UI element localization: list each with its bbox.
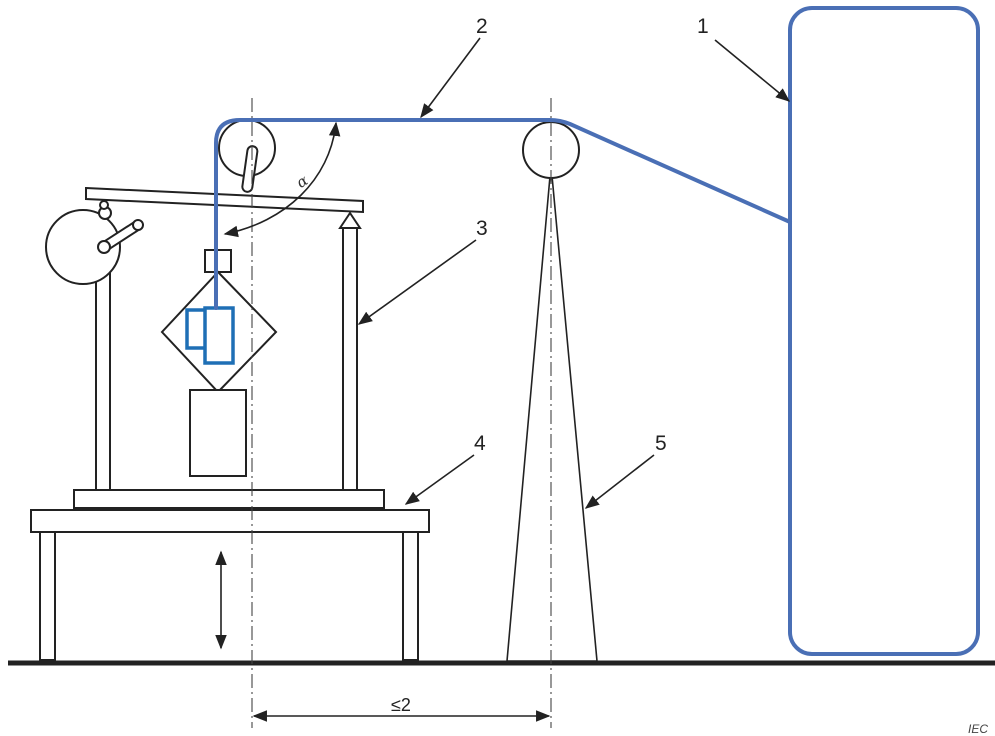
frame-post-right bbox=[342, 227, 358, 491]
leader-5 bbox=[584, 454, 655, 509]
leader-3 bbox=[357, 239, 477, 325]
callout-2: 2 bbox=[476, 15, 488, 38]
callout-5: 5 bbox=[655, 432, 667, 455]
device-support-block bbox=[189, 389, 247, 477]
crank-pivot bbox=[97, 240, 111, 254]
cable-reel bbox=[45, 209, 121, 285]
callout-4: 4 bbox=[474, 432, 486, 455]
crank-handle bbox=[132, 219, 144, 231]
table-top-4 bbox=[30, 509, 430, 533]
distance-label: ≤2 bbox=[391, 695, 411, 715]
base-plate bbox=[73, 489, 385, 509]
leader-1 bbox=[714, 39, 791, 102]
enclosure-1 bbox=[788, 6, 980, 656]
support-stand-5 bbox=[506, 164, 598, 662]
callout-1: 1 bbox=[697, 15, 709, 38]
callout-3: 3 bbox=[476, 217, 488, 240]
angle-alpha-arc bbox=[223, 121, 341, 238]
angle-alpha-label: α bbox=[293, 171, 311, 192]
lever-hinge-bolt bbox=[99, 200, 109, 210]
lever-beam bbox=[85, 186, 364, 214]
source-mark: IEC bbox=[968, 722, 988, 736]
post-tip-right bbox=[338, 211, 362, 229]
cable-2 bbox=[214, 118, 792, 310]
table-leg-right bbox=[402, 529, 419, 661]
leader-4 bbox=[404, 454, 475, 505]
component-blue-b bbox=[203, 306, 235, 365]
leader-2 bbox=[420, 37, 481, 119]
table-leg-left bbox=[39, 529, 56, 661]
